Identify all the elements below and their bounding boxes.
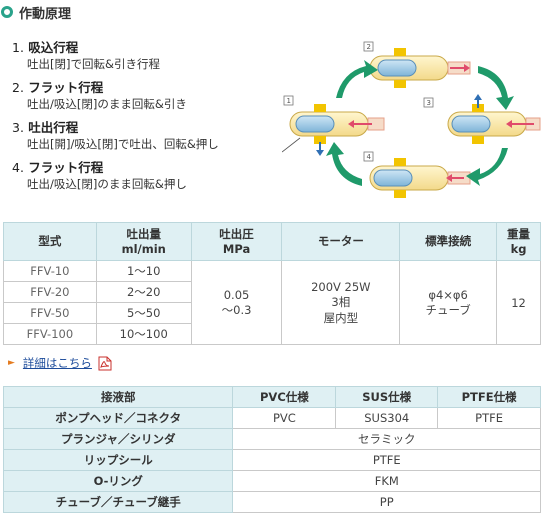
- part-name: ポンプヘッド／コネクタ: [2, 407, 234, 429]
- arrow-4-to-1-icon: [326, 142, 362, 186]
- stage-label-1: 1: [287, 97, 291, 105]
- common-material: セラミック: [232, 428, 541, 450]
- stage-label-2: 2: [367, 43, 371, 51]
- triangle-right-icon: ►: [8, 358, 15, 368]
- header-ptfe: PTFE仕様: [437, 386, 541, 408]
- step-description: 吐出/吸込[閉]のまま回転&引き: [27, 97, 187, 111]
- table-row: FFV-20 2～20: [3, 281, 541, 303]
- flow-cell: 5～50: [95, 302, 192, 324]
- pressure-cell: 0.05～0.3: [190, 260, 283, 345]
- part-name: チューブ／チューブ継手: [2, 491, 234, 513]
- part-name: O-リング: [2, 470, 234, 492]
- header-pvc: PVC仕様: [232, 386, 337, 408]
- stage-label-4: 4: [367, 153, 372, 161]
- step-title: フラット行程: [28, 160, 104, 175]
- stage-labels: 1 2 3 4: [283, 41, 434, 162]
- flow-cell: 2～20: [95, 281, 192, 303]
- model-cell: FFV-10: [3, 260, 97, 282]
- step-4: 4. フラット行程 吐出/吸込[閉]のまま回転&押し: [12, 160, 262, 192]
- pdf-icon[interactable]: [98, 356, 112, 371]
- table-row: ポンプヘッド／コネクタ PVC SUS304 PTFE: [2, 407, 541, 429]
- step-1: 1. 吸込行程 吐出[閉]で回転&引き行程: [12, 40, 262, 72]
- cycle-arrows: [326, 60, 514, 186]
- model-cell: FFV-50: [3, 302, 97, 324]
- arrow-3-to-4-icon: [466, 148, 508, 186]
- detail-link[interactable]: 詳細はこちら: [22, 356, 92, 370]
- common-material: PP: [232, 491, 541, 513]
- header-wetted-part: 接液部: [2, 386, 234, 408]
- step-description: 吐出[開]/吸込[閉]で吐出、回転&押し: [27, 137, 219, 151]
- pump-stage-3: [447, 94, 541, 144]
- step-title: 吐出行程: [28, 120, 79, 135]
- step-2: 2. フラット行程 吐出/吸込[閉]のまま回転&引き: [12, 80, 262, 112]
- step-number: 2.: [12, 80, 24, 95]
- flow-cell: 1～10: [95, 260, 192, 282]
- pump-stage-1: [281, 104, 385, 156]
- common-material: FKM: [232, 470, 541, 492]
- step-3: 3. 吐出行程 吐出[開]/吸込[閉]で吐出、回転&押し: [12, 120, 262, 152]
- step-description: 吐出[閉]で回転&引き行程: [27, 57, 160, 71]
- step-number: 4.: [12, 160, 24, 175]
- header-motor: モーター: [281, 222, 401, 261]
- common-material: PTFE: [232, 449, 541, 471]
- arrow-1-to-2-icon: [336, 60, 378, 98]
- step-title: 吸込行程: [28, 40, 79, 55]
- part-name: プランジャ／シリンダ: [2, 428, 234, 450]
- pump-cycle-illustration: 1 2 3 4: [281, 41, 541, 198]
- pump-stage-2: [369, 48, 471, 88]
- sus-material: SUS304: [335, 407, 439, 429]
- header-sus: SUS仕様: [335, 386, 439, 408]
- table-row: チューブ／チューブ継手 PP: [2, 491, 541, 513]
- model-cell: FFV-100: [3, 323, 97, 345]
- header-model: 型式: [3, 222, 97, 261]
- table-row: FFV-50 5～50: [3, 302, 541, 324]
- step-description: 吐出/吸込[閉]のまま回転&押し: [27, 177, 187, 191]
- section-header: 作動原理: [0, 3, 72, 22]
- table-row: O-リング FKM: [2, 470, 541, 492]
- material-table: 接液部 PVC仕様 SUS仕様 PTFE仕様 ポンプヘッド／コネクタ PVC S…: [2, 386, 541, 513]
- detail-link-row: ► 詳細はこちら: [8, 355, 112, 371]
- pump-stage-4: [369, 158, 471, 198]
- ptfe-material: PTFE: [437, 407, 541, 429]
- model-cell: FFV-20: [3, 281, 97, 303]
- pvc-material: PVC: [232, 407, 337, 429]
- circle-bullet-icon: [1, 6, 13, 18]
- arrow-2-to-3-icon: [478, 66, 514, 110]
- table-row: FFV-100 10～100: [3, 323, 541, 345]
- flow-cell: 10～100: [95, 323, 192, 345]
- stage-label-3: 3: [427, 99, 431, 107]
- step-title: フラット行程: [28, 80, 104, 95]
- part-name: リップシール: [2, 449, 234, 471]
- material-header-row: 接液部 PVC仕様 SUS仕様 PTFE仕様: [2, 386, 541, 408]
- table-row: リップシール PTFE: [2, 449, 541, 471]
- weight-cell: 12: [496, 260, 541, 345]
- header-connection: 標準接続: [399, 222, 498, 261]
- table-row: プランジャ／シリンダ セラミック: [2, 428, 541, 450]
- step-number: 3.: [12, 120, 24, 135]
- section-title: 作動原理: [19, 6, 72, 22]
- step-number: 1.: [12, 40, 24, 55]
- step-list: 1. 吸込行程 吐出[閉]で回転&引き行程 2. フラット行程 吐出/吸込[閉]…: [12, 40, 262, 200]
- pump-cycle-diagram: 1 2 3 4: [281, 38, 544, 208]
